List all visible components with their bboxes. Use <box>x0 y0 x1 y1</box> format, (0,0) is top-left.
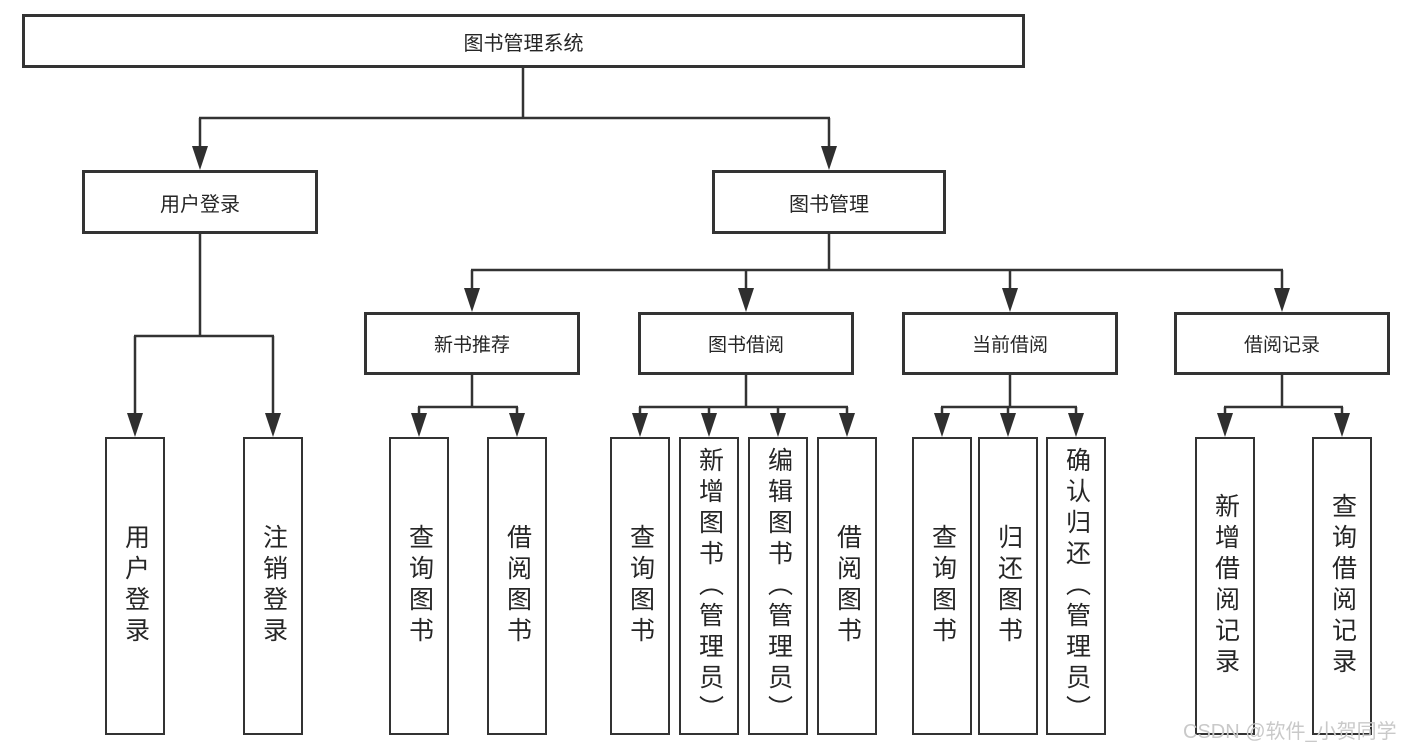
leaf-borrow-books-borrow: 借阅图书 <box>817 437 877 735</box>
node-user-login: 用户登录 <box>82 170 318 234</box>
node-borrow-records: 借阅记录 <box>1174 312 1390 375</box>
leaf-query-books-current: 查询图书 <box>912 437 972 735</box>
node-new-book-recommend: 新书推荐 <box>364 312 580 375</box>
leaf-return-book: 归还图书 <box>978 437 1038 735</box>
leaf-user-login: 用户登录 <box>105 437 165 735</box>
csdn-watermark: CSDN @软件_小贺同学 <box>1183 721 1397 743</box>
leaf-confirm-return-admin: 确认归还（管理员） <box>1046 437 1106 735</box>
node-book-management: 图书管理 <box>712 170 946 234</box>
leaf-query-books-recommend: 查询图书 <box>389 437 449 735</box>
leaf-add-borrow-record: 新增借阅记录 <box>1195 437 1255 735</box>
node-book-borrow: 图书借阅 <box>638 312 854 375</box>
leaf-query-books-borrow: 查询图书 <box>610 437 670 735</box>
leaf-add-book-admin: 新增图书（管理员） <box>679 437 739 735</box>
node-current-borrow: 当前借阅 <box>902 312 1118 375</box>
leaf-edit-book-admin: 编辑图书（管理员） <box>748 437 808 735</box>
leaf-borrow-books-recommend: 借阅图书 <box>487 437 547 735</box>
leaf-logout-login: 注销登录 <box>243 437 303 735</box>
node-root-library-system: 图书管理系统 <box>22 14 1025 68</box>
leaf-query-borrow-record: 查询借阅记录 <box>1312 437 1372 735</box>
